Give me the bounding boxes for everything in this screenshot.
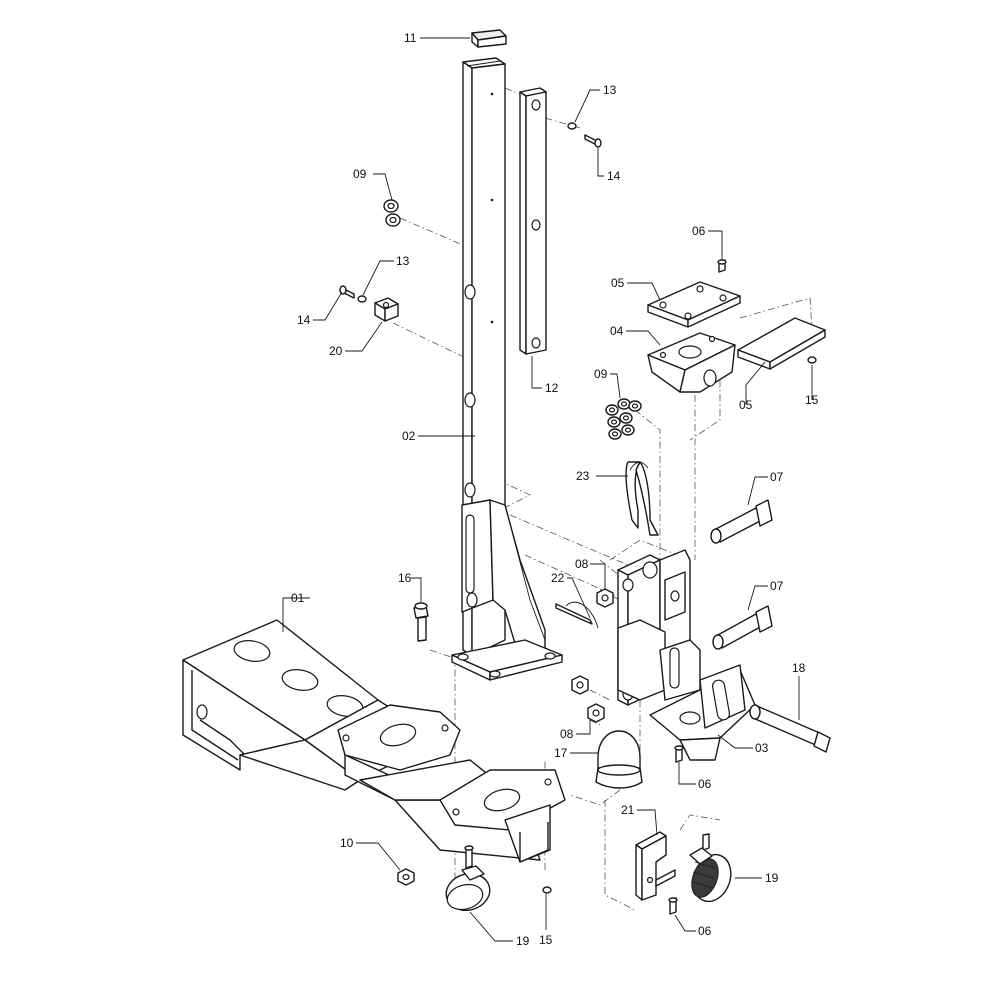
part-22-linch-pin — [555, 601, 599, 629]
callout-06-top: 06 — [692, 224, 706, 238]
part-11-end-cap — [471, 29, 507, 48]
callout-07-bottom: 07 — [770, 579, 784, 593]
callout-labels: 01 02 03 04 05 05 06 06 06 07 07 08 08 0… — [291, 31, 819, 948]
callout-01: 01 — [291, 591, 305, 605]
part-21-lamp-bracket — [635, 831, 676, 901]
part-17-tow-ball — [595, 730, 643, 789]
part-06-bolts-lower — [668, 745, 684, 915]
callout-05-top: 05 — [611, 276, 625, 290]
part-12-flat-bar — [519, 87, 547, 355]
callout-09-right: 09 — [594, 367, 608, 381]
callout-19-bottom: 19 — [516, 934, 530, 948]
callout-leaders — [282, 37, 813, 942]
part-03-hitch-bracket — [617, 549, 756, 761]
callout-18: 18 — [792, 661, 806, 675]
part-02-vertical-post — [451, 57, 563, 681]
part-08-nuts — [571, 588, 614, 723]
callout-21: 21 — [621, 803, 635, 817]
callout-14-top: 14 — [607, 169, 621, 183]
part-19-work-lamps — [445, 833, 732, 911]
callout-13-top: 13 — [603, 83, 617, 97]
callout-15-right: 15 — [805, 393, 819, 407]
part-13-14-top-hardware — [567, 122, 602, 148]
callout-08-bottom: 08 — [560, 727, 574, 741]
callout-14-left: 14 — [297, 313, 311, 327]
callout-19-right: 19 — [765, 871, 779, 885]
callout-10: 10 — [340, 836, 354, 850]
callout-08-top: 08 — [575, 557, 589, 571]
part-16-bolt — [413, 602, 429, 642]
callout-06-mid: 06 — [698, 777, 712, 791]
part-01-main-frame — [182, 619, 566, 863]
callout-02: 02 — [402, 429, 416, 443]
part-18-long-pin — [749, 704, 831, 753]
part-23-spring-clip — [625, 461, 659, 536]
part-09-washers-right — [605, 398, 642, 440]
callout-06-bottom: 06 — [698, 924, 712, 938]
callout-04: 04 — [610, 324, 624, 338]
callout-09-left: 09 — [353, 167, 367, 181]
callout-11: 11 — [404, 31, 417, 45]
callout-05-right: 05 — [739, 398, 753, 412]
part-07-pins — [710, 499, 773, 650]
part-13-14-20-left-hardware — [339, 285, 399, 322]
callout-17: 17 — [554, 746, 568, 760]
part-04-05-mount-blocks — [647, 259, 826, 393]
part-09-washers-left — [383, 199, 401, 227]
callout-13-left: 13 — [396, 254, 410, 268]
callout-15-bottom: 15 — [539, 933, 553, 947]
callout-07-top: 07 — [770, 470, 784, 484]
callout-16: 16 — [398, 571, 412, 585]
callout-12: 12 — [545, 381, 559, 395]
callout-22: 22 — [551, 571, 565, 585]
callout-23: 23 — [576, 469, 590, 483]
callout-03: 03 — [755, 741, 769, 755]
part-10-15-small-hardware — [397, 868, 552, 894]
callout-20: 20 — [329, 344, 343, 358]
